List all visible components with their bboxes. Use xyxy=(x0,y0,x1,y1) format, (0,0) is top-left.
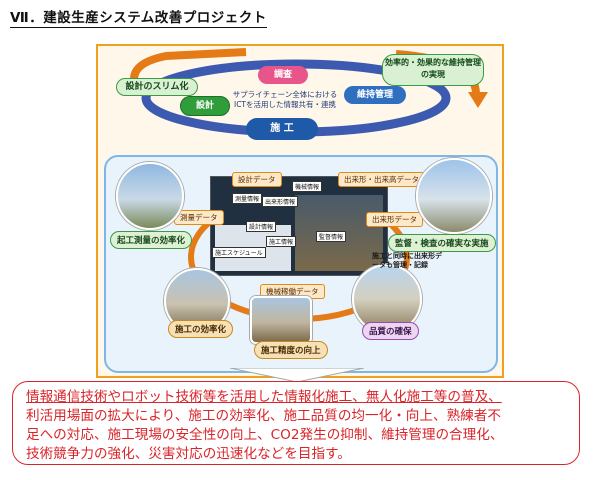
tag-design-data: 設計データ xyxy=(232,172,282,187)
maintenance-node: 維持管理 xyxy=(344,86,406,104)
supervision-photo xyxy=(416,158,492,234)
efficient-maintenance-label: 効率的・効果的な維持管理の実現 xyxy=(382,54,484,86)
page-title: Ⅶ．建設生産システム改善プロジェクト xyxy=(10,6,267,28)
survey-efficiency-label: 起工測量の効率化 xyxy=(110,231,193,249)
summary-line4: 技術競争力の強化、災害対応の迅速化などを目指す。 xyxy=(26,446,351,462)
summary-line1: 情報通信技術やロボット技術等を活用した情報化施工、無人化施工等の普及、 xyxy=(26,389,502,405)
tag-quality-data: 出来形データ xyxy=(366,212,423,227)
summary-text: 情報通信技術やロボット技術等を活用した情報化施工、無人化施工等の普及、 利活用場… xyxy=(26,388,570,464)
screen-tag-output: 出来形情報 xyxy=(262,196,299,207)
dozer-photo xyxy=(250,296,312,344)
center-text: サプライチェーン全体における ICTを活用した情報共有・連携 xyxy=(230,90,340,110)
precision-label: 施工精度の向上 xyxy=(254,341,328,359)
construction-efficiency-label: 施工の効率化 xyxy=(168,320,234,338)
screen-tag-design: 設計情報 xyxy=(246,221,277,232)
center-line2: ICTを活用した情報共有・連携 xyxy=(233,100,337,109)
summary-line2: 利活用場面の拡大により、施工の効率化、施工品質の均一化・向上、熟練者不 xyxy=(26,408,501,424)
screen-tag-construction: 施工情報 xyxy=(266,236,297,247)
survey-photo xyxy=(116,162,184,230)
center-line1: サプライチェーン全体における xyxy=(232,90,338,99)
tag-survey-data: 測量データ xyxy=(174,210,224,225)
design-slim-label: 設計のスリム化 xyxy=(116,78,198,96)
tag-output-data: 出来形・出来高データ xyxy=(338,172,425,187)
construction-node: 施 工 xyxy=(246,118,318,140)
screen-tag-survey: 測量情報 xyxy=(232,193,263,204)
quality-label: 品質の確保 xyxy=(362,322,419,340)
survey-node: 調査 xyxy=(258,66,308,84)
screen-tag-schedule: 施工スケジュール xyxy=(212,247,266,258)
down-arrow xyxy=(230,368,364,383)
supervision-label: 監督・検査の確実な実施 xyxy=(388,234,496,252)
screen-tag-machine: 機械情報 xyxy=(292,181,323,192)
screen-tag-supervision: 監督情報 xyxy=(316,231,347,242)
summary-box xyxy=(12,381,580,465)
summary-line3: 足への対応、施工現場の安全性の向上、CO2発生の抑制、維持管理の合理化、 xyxy=(26,427,504,443)
design-node: 設計 xyxy=(180,96,230,116)
record-note: 施工と同時に出来形データも管理・記録 xyxy=(372,252,442,269)
